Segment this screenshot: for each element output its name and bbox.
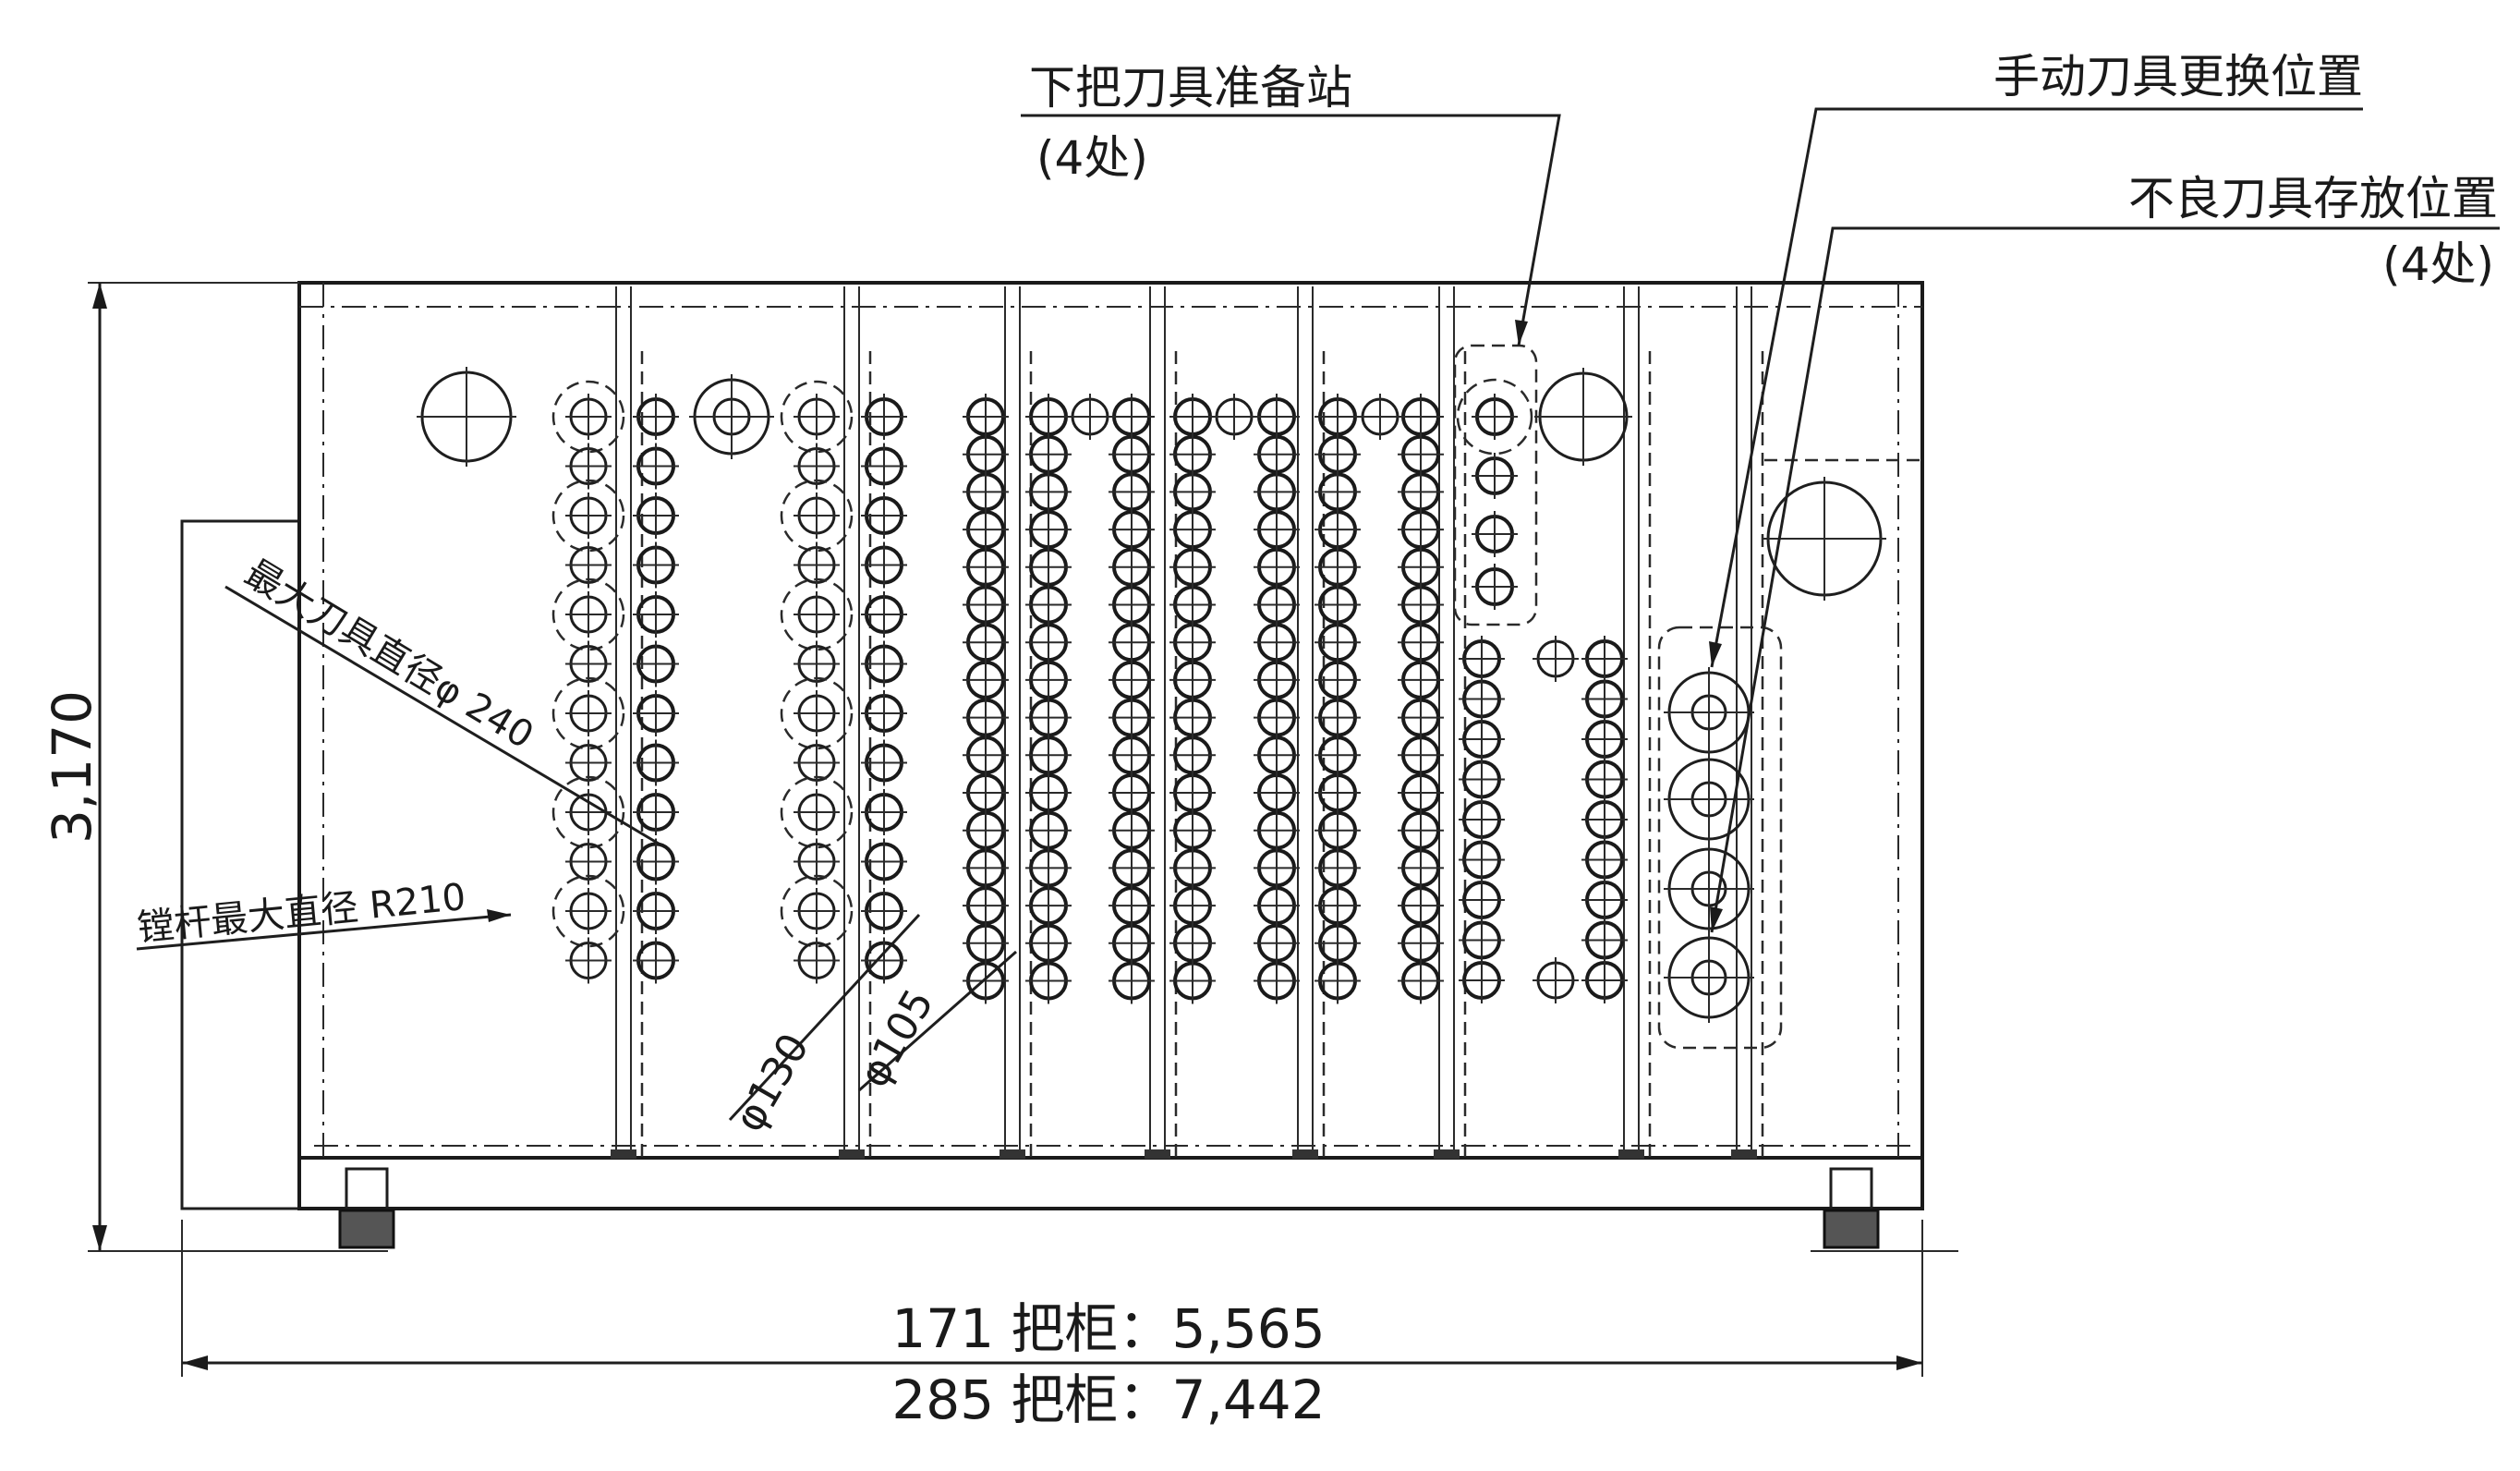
defective-storage-label: 不良刀具存放位置	[2128, 172, 2498, 225]
phi130-leader	[728, 913, 921, 1122]
boring-bar-label: 镗杆最大直径 R210	[136, 876, 468, 950]
phi105-leader	[858, 950, 1017, 1092]
prep-station-label: 下把刀具准备站	[1029, 61, 1352, 115]
tool-envelope-circle	[780, 479, 854, 553]
rail-foot	[1000, 1149, 1025, 1159]
boring-bar-leader	[136, 909, 512, 951]
prep-station-count: (4处)	[1036, 131, 1148, 185]
max-tool-diameter-label: 最大刀具直径φ 240	[237, 552, 540, 758]
tool-envelope-circle	[780, 380, 854, 454]
width-285: 285 把柜：7,442	[891, 1368, 1325, 1431]
tool-envelope-circle	[551, 775, 625, 849]
tool-envelope-circle	[551, 577, 625, 651]
cabinet-body	[297, 281, 1924, 1210]
tool-envelope-circle	[551, 380, 625, 454]
tool-pockets	[417, 367, 1886, 1023]
defective-storage-leader	[1710, 226, 2500, 933]
rail-foot	[1618, 1149, 1644, 1159]
defective-storage-count: (4处)	[2382, 237, 2494, 291]
phi105-label: φ105	[850, 981, 943, 1095]
tool-envelope-circle	[551, 479, 625, 553]
rails	[611, 286, 1764, 1159]
tool-envelope-circle	[780, 874, 854, 948]
tool-envelope-circle	[551, 676, 625, 750]
rail-foot	[1145, 1149, 1170, 1159]
tool-envelope-circle	[551, 874, 625, 948]
phi130-label: φ130	[725, 1026, 818, 1139]
side-panel	[180, 519, 301, 1210]
manual-change-label: 手动刀具更换位置	[1993, 50, 2363, 103]
tool-envelope-circle	[1456, 378, 1533, 456]
rail-foot	[611, 1149, 636, 1159]
foot-right	[1823, 1167, 1880, 1249]
width-dimension	[181, 1220, 1958, 1377]
width-171: 171 把柜：5,565	[891, 1297, 1325, 1360]
rail-foot	[839, 1149, 865, 1159]
tool-envelope-circle	[780, 577, 854, 651]
foot-left	[338, 1167, 395, 1249]
prep-station-leader	[1021, 114, 1561, 346]
tool-envelope-circle	[780, 775, 854, 849]
rail-foot	[1292, 1149, 1318, 1159]
max-tool-leader	[224, 585, 660, 845]
height-dimension	[88, 282, 388, 1252]
rail-foot	[1434, 1149, 1460, 1159]
height-value: 3,170	[41, 690, 103, 844]
rail-foot	[1731, 1149, 1757, 1159]
prep-station-box	[1453, 344, 1538, 626]
tool-envelope-circle	[780, 676, 854, 750]
manual-change-leader	[1709, 107, 2363, 668]
